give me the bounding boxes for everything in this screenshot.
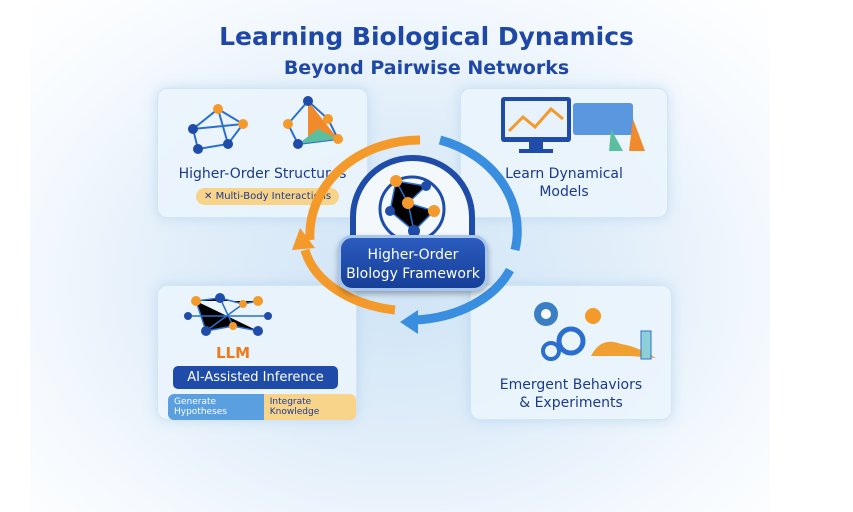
panel-title: Higher-Order Structures: [178, 166, 347, 182]
orange-arc-lower: [300, 248, 396, 315]
panel-title-line1: Learn Dynamical: [505, 166, 623, 182]
gears-organism-icon: [534, 302, 656, 361]
blue-arc: [438, 135, 522, 252]
ai-tags: Generate Hypotheses Integrate Knowledge: [168, 394, 356, 420]
panel-title-line1: Emergent Behaviors: [499, 377, 643, 393]
llm-label: LLM: [216, 344, 251, 362]
framework-line2: Blology Framework: [346, 266, 480, 282]
framework-line1: Higher-Order: [367, 247, 459, 263]
framework-badge: Higher-Order Blology Framework: [338, 235, 488, 291]
arrowhead-icon: [400, 310, 418, 334]
network-globe-icon: [378, 175, 446, 243]
integrate-knowledge-tag: Integrate Knowledge: [263, 394, 356, 420]
ai-inference-title: AI-Assisted Inference: [173, 366, 338, 389]
orange-arc: [305, 135, 421, 241]
tag-label: Multi-Body Interactions: [215, 191, 332, 202]
neural-network-icon: [184, 293, 272, 336]
panel-emergent-behaviors: Emergent Behaviors & Experiments: [470, 285, 672, 420]
network-icon: [188, 96, 343, 154]
arrowhead-icon: [292, 228, 315, 250]
panel-title-line2: & Experiments: [519, 395, 623, 411]
blue-arc-lower: [414, 267, 514, 325]
subtitle: Beyond Pairwise Networks: [283, 57, 570, 79]
panel-ai-inference: LLM AI-Assisted Inference Generate Hypot…: [157, 285, 357, 420]
tools-icon: ✕: [204, 191, 216, 202]
monitor-chart-icon: [501, 97, 645, 153]
multi-body-tag: ✕ Multi-Body Interactions: [196, 188, 340, 205]
panel-title-line2: Models: [539, 184, 589, 200]
main-title: Learning Biological Dynamics: [219, 22, 634, 51]
generate-hypotheses-tag: Generate Hypotheses: [168, 394, 264, 420]
panel-dynamical-models: Learn Dynamical Models: [460, 88, 668, 218]
